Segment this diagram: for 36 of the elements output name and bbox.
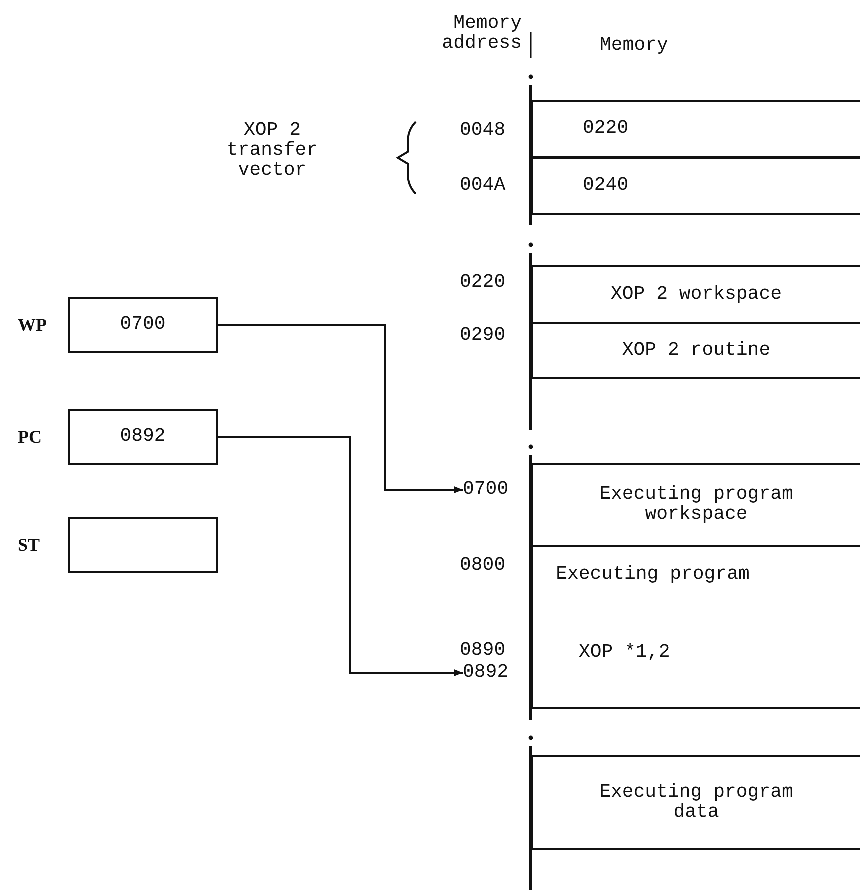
memory-address: 0048 — [460, 121, 506, 141]
memory-cell — [530, 100, 860, 158]
arrow — [218, 324, 463, 494]
memory-content: Executing program workspace — [598, 485, 794, 525]
memory-cell — [530, 755, 860, 850]
memory-content: Executing program — [555, 565, 751, 585]
memory-address: 0290 — [460, 326, 506, 346]
memory-content: XOP 2 routine — [622, 340, 771, 360]
column-header: Memory address — [441, 14, 522, 54]
memory-content: 0220 — [583, 119, 629, 139]
register-box — [68, 409, 218, 465]
memory-content: XOP *1,2 — [579, 643, 670, 663]
register-name: PC — [18, 428, 42, 446]
annotation: XOP 2 transfer vector — [226, 121, 320, 181]
memory-address: 0892 — [463, 663, 508, 683]
memory-address: 004A — [460, 176, 506, 196]
memory-cell — [530, 463, 860, 547]
register-name: WP — [18, 316, 47, 334]
memory-cell — [530, 322, 860, 379]
memory-address: 0700 — [463, 480, 508, 500]
register-value: 0700 — [120, 315, 166, 335]
memory-cell — [530, 157, 860, 215]
memory-cell — [530, 265, 860, 324]
register-box — [68, 517, 218, 573]
column-header: Memory — [600, 36, 668, 56]
memory-content: Executing program data — [598, 782, 794, 822]
memory-address: 0800 — [460, 556, 506, 576]
register-value: 0892 — [120, 427, 166, 447]
arrow — [218, 436, 463, 677]
memory-cell — [530, 545, 860, 709]
memory-content: XOP 2 workspace — [610, 284, 782, 304]
memory-address: 0220 — [460, 273, 506, 293]
register-box — [68, 297, 218, 353]
memory-content: 0240 — [583, 176, 629, 196]
memory-address: 0890 — [460, 641, 506, 661]
register-name: ST — [18, 536, 40, 554]
